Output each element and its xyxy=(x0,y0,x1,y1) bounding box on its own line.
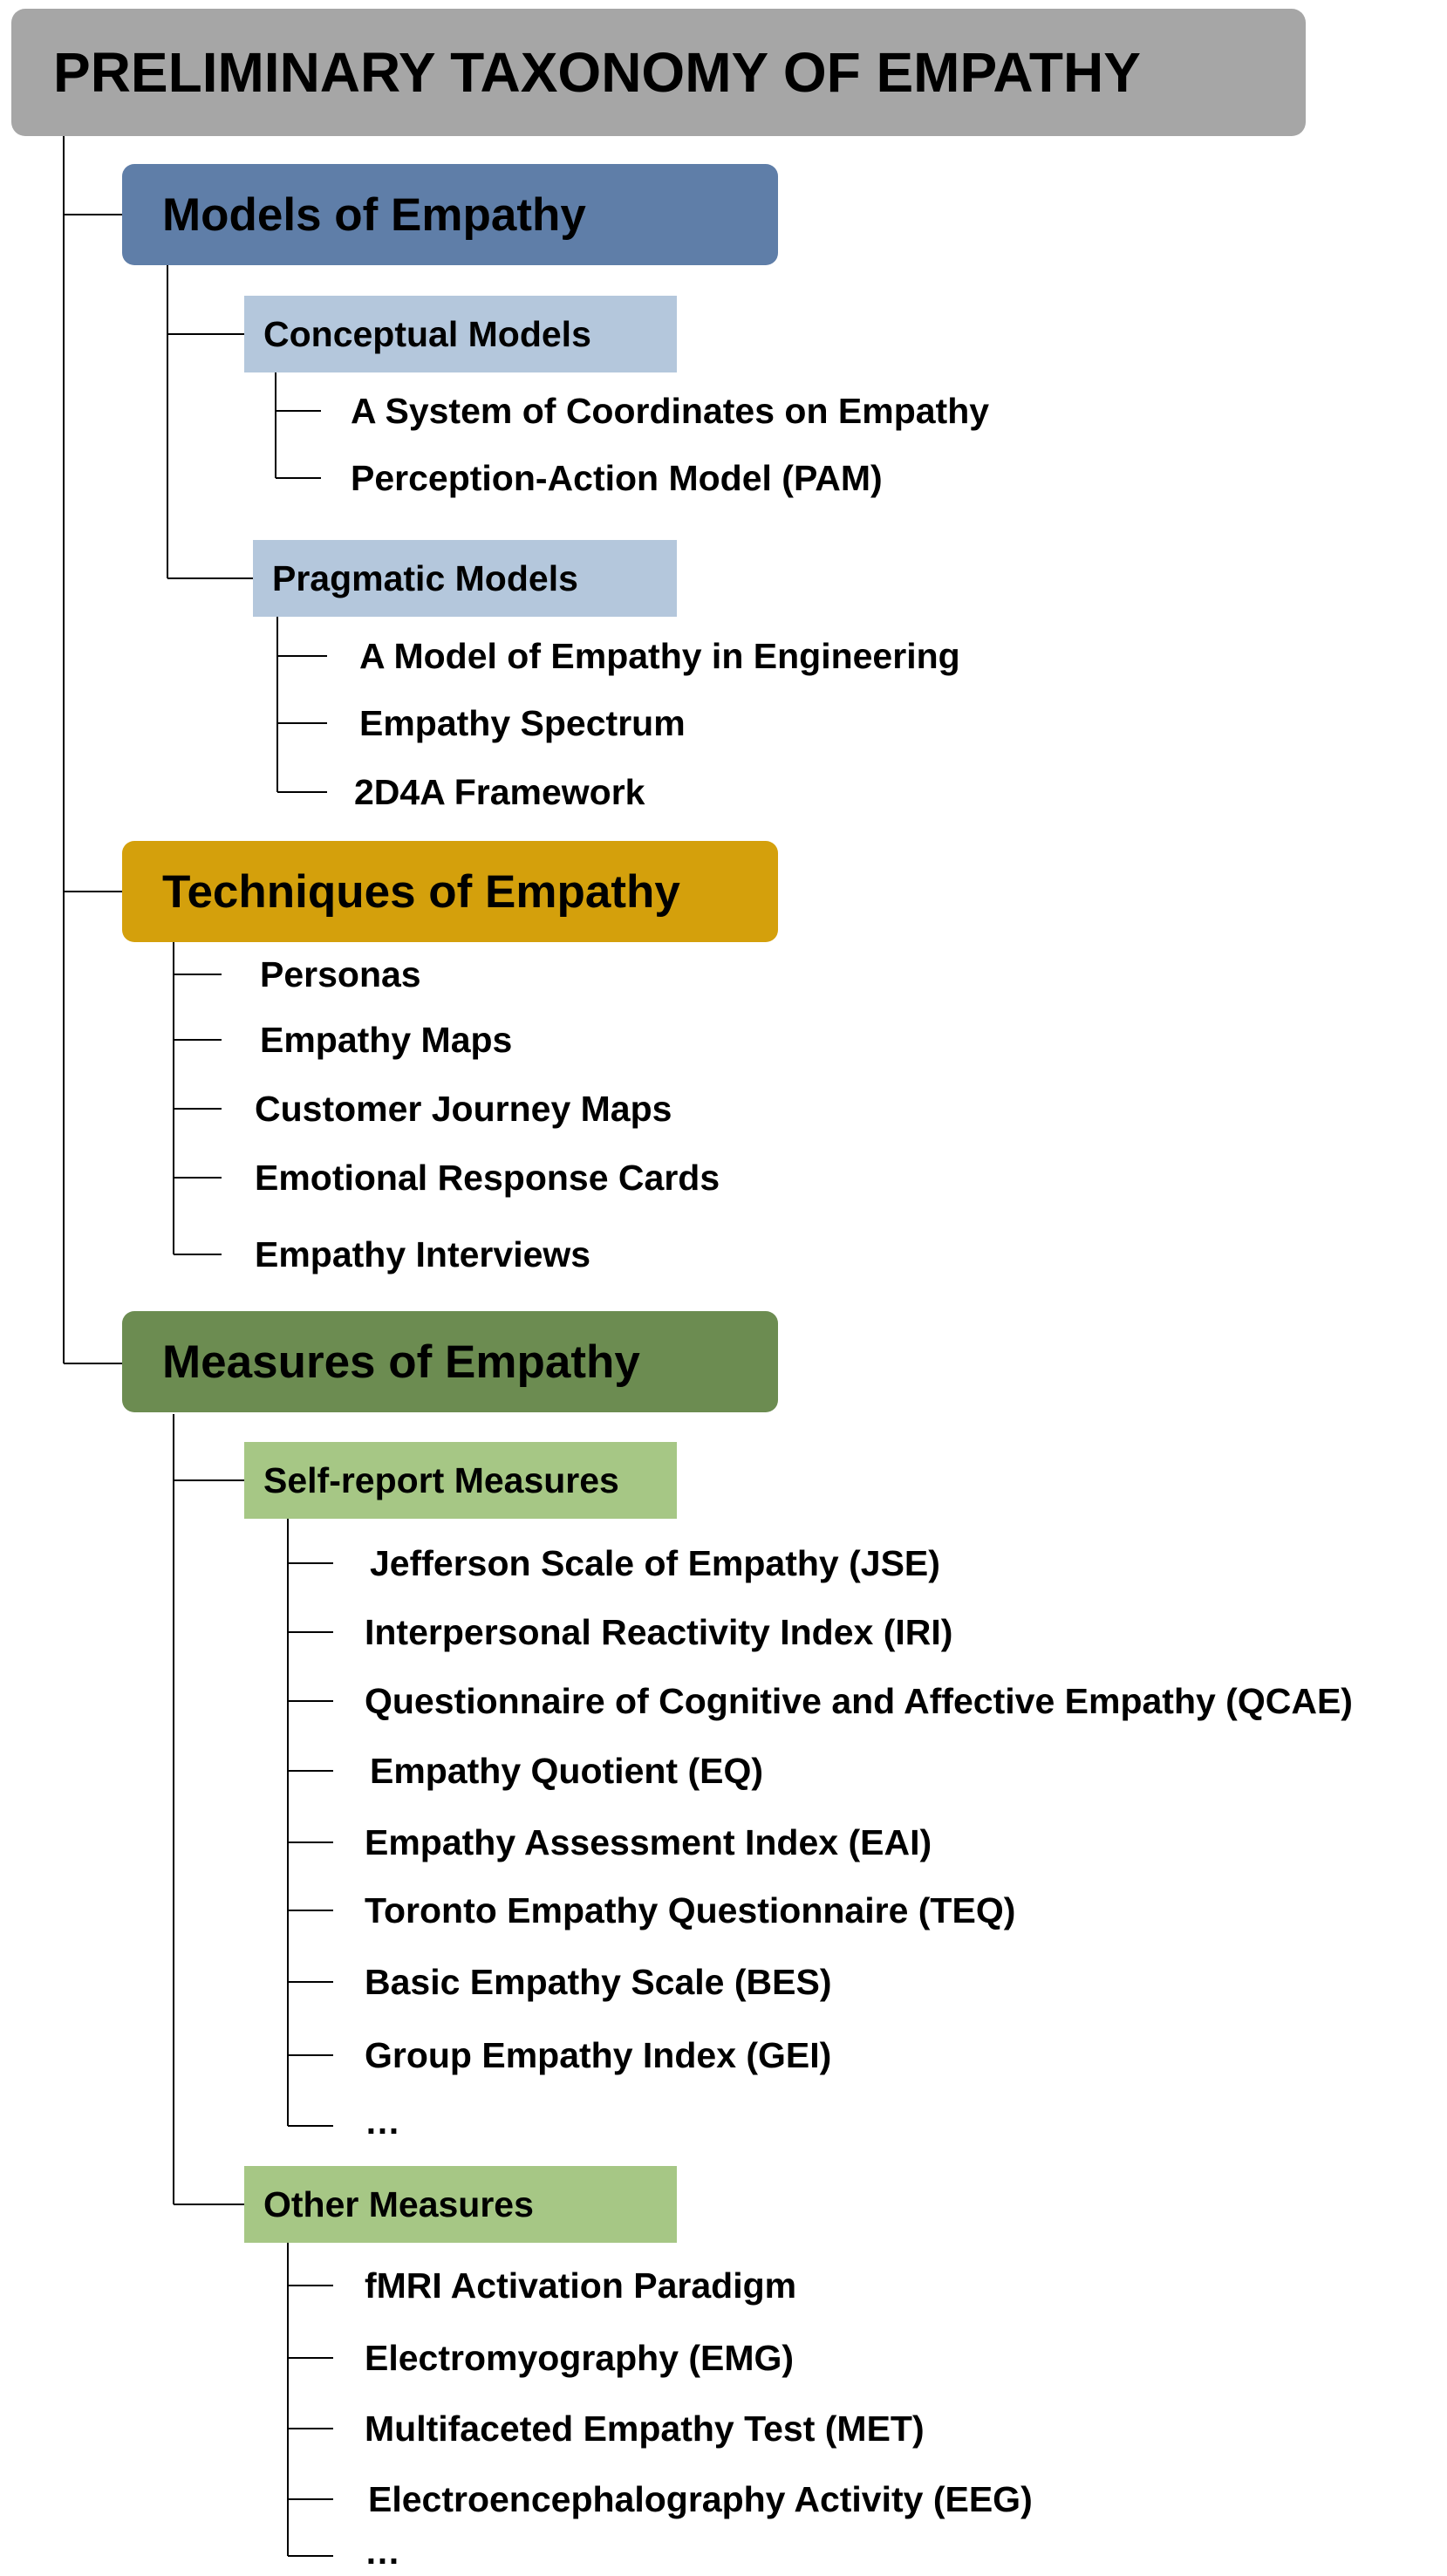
measure-item: Empathy Assessment Index (EAI) xyxy=(365,1822,932,1862)
models-of-empathy-box: Models of Empathy xyxy=(122,164,778,265)
measure-item: Electromyography (EMG) xyxy=(365,2338,795,2378)
technique-item: Empathy Interviews xyxy=(255,1234,591,1274)
technique-item: Customer Journey Maps xyxy=(255,1089,672,1129)
model-item: A System of Coordinates on Empathy xyxy=(351,391,990,431)
models-of-empathy-label: Models of Empathy xyxy=(162,188,586,241)
techniques-of-empathy-box: Techniques of Empathy xyxy=(122,841,778,942)
other-measures-label: Other Measures xyxy=(263,2183,534,2224)
pragmatic-models-box: Pragmatic Models xyxy=(253,540,677,617)
measure-item: Multifaceted Empathy Test (MET) xyxy=(365,2409,925,2449)
measure-item: Empathy Quotient (EQ) xyxy=(370,1751,763,1791)
self-report-measures-box: Self-report Measures xyxy=(244,1442,677,1519)
model-item: A Model of Empathy in Engineering xyxy=(359,636,960,676)
measure-item: Group Empathy Index (GEI) xyxy=(365,2035,832,2075)
taxonomy-title: PRELIMINARY TAXONOMY OF EMPATHY xyxy=(11,9,1306,136)
technique-item: Personas xyxy=(260,954,421,994)
measure-item: Interpersonal Reactivity Index (IRI) xyxy=(365,1612,953,1652)
technique-item: Emotional Response Cards xyxy=(255,1158,720,1198)
measure-item: Questionnaire of Cognitive and Affective… xyxy=(365,1681,1353,1721)
measure-item: Toronto Empathy Questionnaire (TEQ) xyxy=(365,1890,1016,1930)
other-measures-box: Other Measures xyxy=(244,2166,677,2243)
technique-item: Empathy Maps xyxy=(260,1020,513,1060)
model-item: Empathy Spectrum xyxy=(359,703,686,743)
measures-of-empathy-box: Measures of Empathy xyxy=(122,1311,778,1412)
techniques-of-empathy-label: Techniques of Empathy xyxy=(162,865,680,918)
conceptual-models-label: Conceptual Models xyxy=(263,313,591,354)
measure-item: fMRI Activation Paradigm xyxy=(365,2265,797,2306)
model-item: Perception-Action Model (PAM) xyxy=(351,458,883,498)
measure-item: Jefferson Scale of Empathy (JSE) xyxy=(370,1543,940,1583)
measures-of-empathy-label: Measures of Empathy xyxy=(162,1336,640,1388)
measure-item-ellipsis: … xyxy=(365,2101,400,2142)
pragmatic-models-label: Pragmatic Models xyxy=(272,557,578,598)
taxonomy-title-text: PRELIMINARY TAXONOMY OF EMPATHY xyxy=(53,41,1141,104)
model-item: 2D4A Framework xyxy=(354,772,645,812)
conceptual-models-box: Conceptual Models xyxy=(244,296,677,372)
self-report-measures-label: Self-report Measures xyxy=(263,1459,619,1500)
measure-item: Electroencephalography Activity (EEG) xyxy=(368,2479,1033,2519)
measure-item-ellipsis: … xyxy=(365,2532,400,2572)
measure-item: Basic Empathy Scale (BES) xyxy=(365,1962,832,2002)
